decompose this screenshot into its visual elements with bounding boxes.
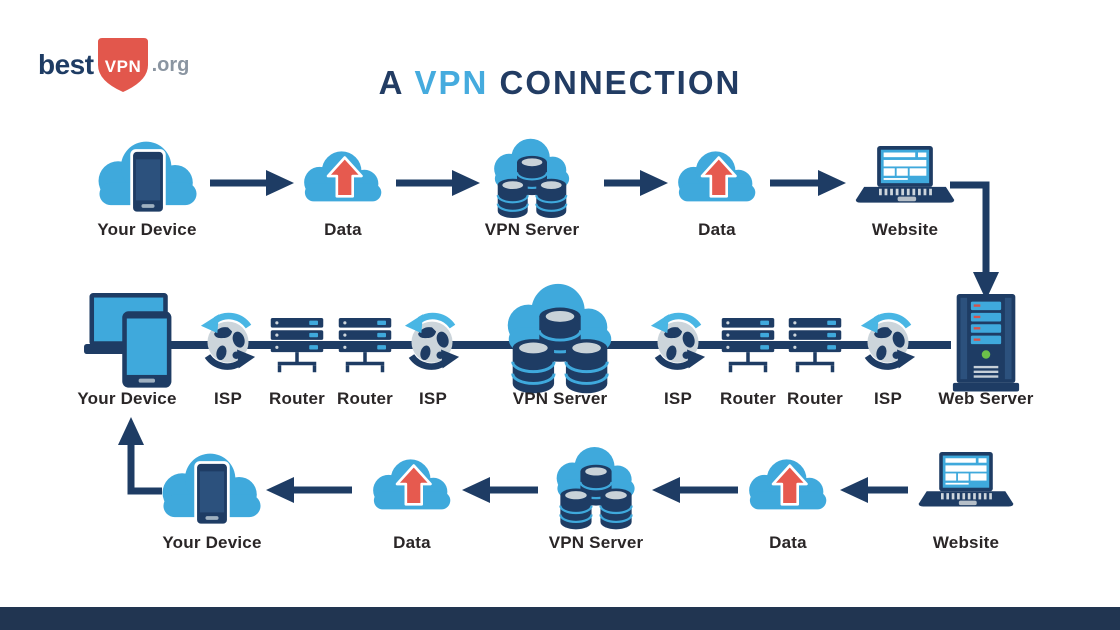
label-top-website: Website xyxy=(871,220,939,239)
arrowhead-bottom-4 xyxy=(840,477,868,503)
title-vpn: VPN xyxy=(414,64,489,101)
router-rack-icon xyxy=(788,318,842,373)
router-rack-icon xyxy=(721,318,775,373)
cloud-upload-icon xyxy=(678,151,755,201)
label-top-data-1: Data xyxy=(324,220,362,239)
arrowhead-top-3 xyxy=(640,170,668,196)
cloud-database-icon xyxy=(508,284,612,393)
brand-org-text: .org xyxy=(151,53,190,76)
arrowhead-top-4 xyxy=(818,170,846,196)
arrowhead-up xyxy=(118,417,144,445)
cloud-database-icon xyxy=(557,447,635,529)
label-bottom-website: Website xyxy=(932,533,1000,552)
label-bottom-data-2: Data xyxy=(769,533,807,552)
footer-bar xyxy=(0,607,1120,630)
brand-logo: best VPN .org xyxy=(38,36,189,94)
globe-sync-icon xyxy=(861,314,915,368)
brand-vpn-text: VPN xyxy=(104,57,140,76)
globe-sync-icon xyxy=(651,314,705,368)
laptop-website-icon xyxy=(856,146,954,203)
label-top-your-device: Your Device xyxy=(97,220,197,239)
label-mid-isp-1: ISP xyxy=(213,389,243,408)
cloud-database-icon xyxy=(494,139,569,218)
shield-icon: VPN xyxy=(97,38,148,92)
arrowhead-top-2 xyxy=(452,170,480,196)
arrowhead-bottom-2 xyxy=(462,477,490,503)
title-connection: CONNECTION xyxy=(499,64,742,101)
globe-sync-icon xyxy=(201,314,255,368)
title-a: A xyxy=(378,64,404,101)
label-mid-router-4: Router xyxy=(787,389,843,408)
arrowhead-top-1 xyxy=(266,170,294,196)
elbow-device-up xyxy=(127,441,162,495)
label-mid-vpn-server: VPN Server xyxy=(512,389,608,408)
label-mid-isp-3: ISP xyxy=(663,389,693,408)
server-tower-icon xyxy=(952,294,1020,392)
devices-combo-icon xyxy=(84,293,172,388)
label-mid-your-device: Your Device xyxy=(77,389,177,408)
cloud-smartphone-icon xyxy=(163,454,261,527)
label-mid-isp-2: ISP xyxy=(418,389,448,408)
label-mid-web-server: Web Server xyxy=(938,389,1034,408)
router-rack-icon xyxy=(270,318,324,373)
cloud-smartphone-icon xyxy=(99,142,197,215)
label-bottom-your-device: Your Device xyxy=(162,533,262,552)
cloud-upload-icon xyxy=(304,151,381,201)
arrowhead-bottom-3 xyxy=(652,477,680,503)
elbow-website-to-webserver xyxy=(950,181,990,276)
label-top-data-2: Data xyxy=(698,220,736,239)
cloud-upload-icon xyxy=(373,459,450,509)
arrowhead-bottom-1 xyxy=(266,477,294,503)
globe-sync-icon xyxy=(405,314,459,368)
brand-best-text: best xyxy=(38,49,94,80)
laptop-website-icon xyxy=(919,452,1014,506)
label-mid-router-3: Router xyxy=(720,389,776,408)
label-mid-isp-4: ISP xyxy=(873,389,903,408)
label-bottom-vpn-server: VPN Server xyxy=(548,533,644,552)
router-rack-icon xyxy=(338,318,392,373)
label-mid-router-1: Router xyxy=(269,389,325,408)
label-bottom-data-1: Data xyxy=(393,533,431,552)
page-title: A VPN CONNECTION xyxy=(379,64,742,102)
label-mid-router-2: Router xyxy=(337,389,393,408)
cloud-upload-icon xyxy=(749,459,826,509)
label-top-vpn-server: VPN Server xyxy=(484,220,580,239)
